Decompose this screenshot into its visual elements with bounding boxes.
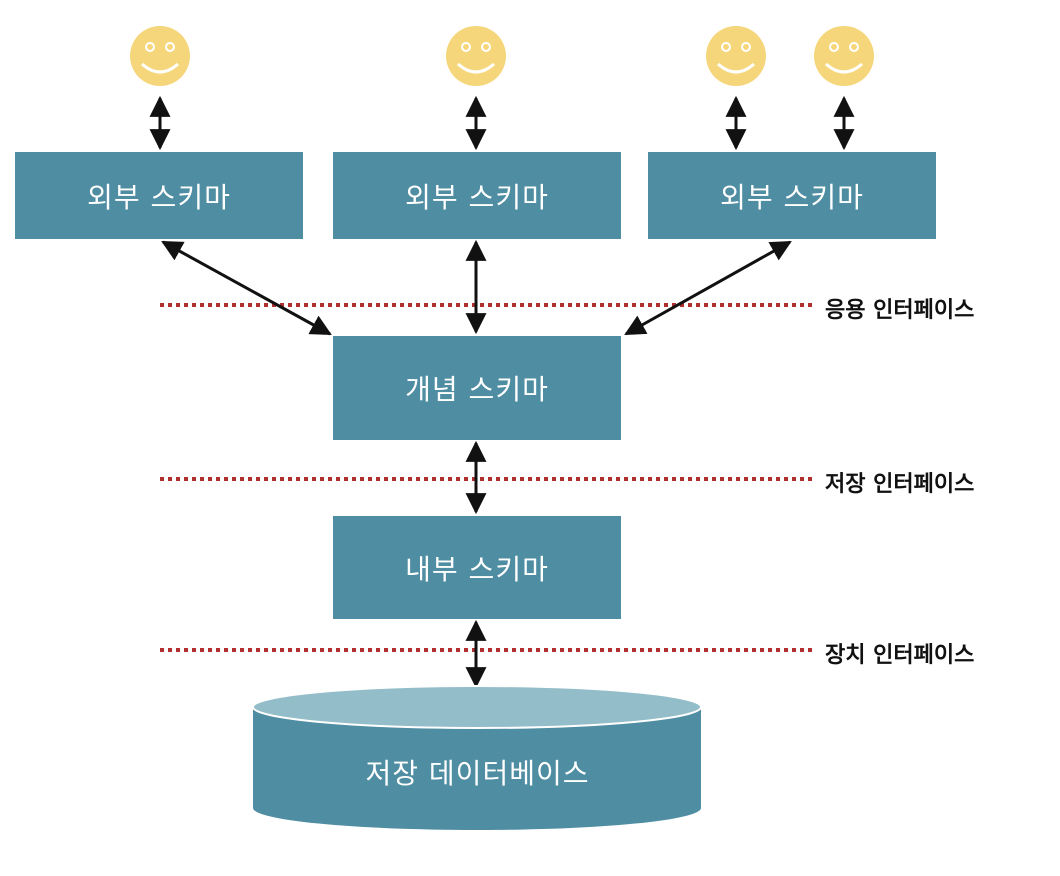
external-schema-box-3: 외부 스키마 (648, 152, 936, 239)
user-smiley-icon-1 (130, 26, 190, 86)
external-schema-label-1: 외부 스키마 (87, 180, 231, 214)
arrow-external1-conceptual (161, 240, 332, 336)
storage-database-label: 저장 데이터베이스 (365, 757, 590, 790)
user-smiley-icon-3 (706, 26, 766, 86)
user-smiley-icon-2 (446, 26, 506, 86)
application-interface-label: 응용 인터페이스 (825, 298, 975, 323)
external-schema-box-2: 외부 스키마 (333, 152, 621, 239)
device-interface-label: 장치 인터페이스 (825, 643, 975, 668)
internal-schema-box: 내부 스키마 (333, 516, 621, 619)
external-schema-label-3: 외부 스키마 (720, 180, 864, 214)
conceptual-schema-box: 개념 스키마 (333, 336, 621, 440)
external-schema-box-1: 외부 스키마 (15, 152, 303, 239)
user-smiley-icon-4 (814, 26, 874, 86)
storage-interface-label: 저장 인터페이스 (825, 472, 975, 497)
external-schema-label-2: 외부 스키마 (405, 180, 549, 214)
conceptual-schema-label: 개념 스키마 (405, 373, 549, 406)
internal-schema-label: 내부 스키마 (405, 552, 549, 586)
database-cylinder-icon (252, 685, 702, 830)
arrow-external3-conceptual (624, 240, 792, 336)
